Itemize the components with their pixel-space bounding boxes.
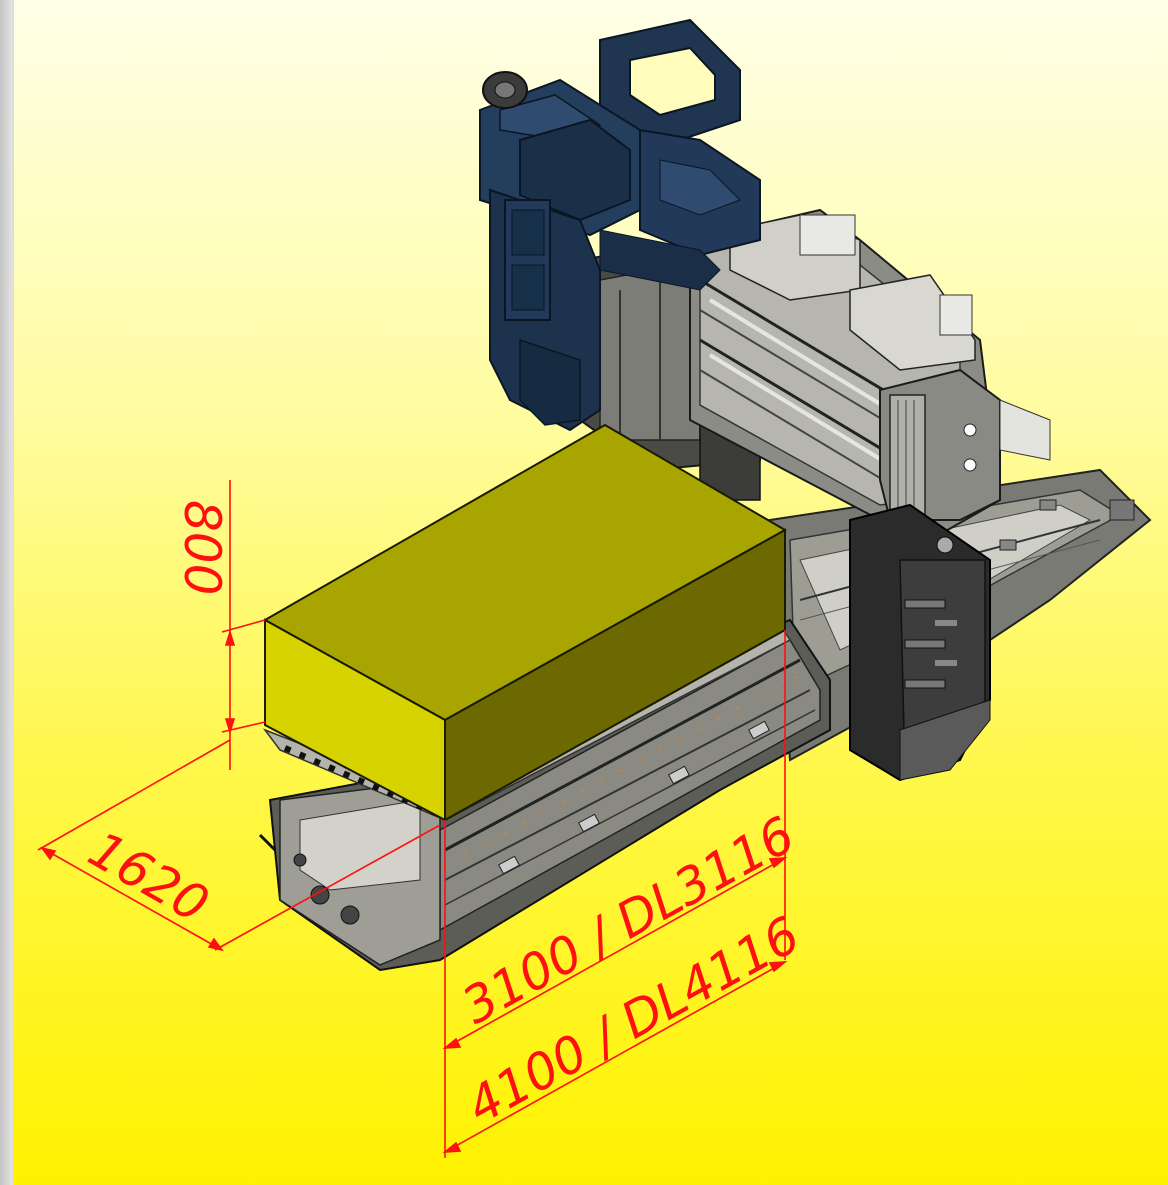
width-dimension-line [41,847,223,951]
front-post [849,503,991,782]
height-dimension-label: 800 [173,500,231,595]
width-extension-a [37,739,231,851]
length-long-dimension-line [444,961,786,1153]
workpiece-block [262,423,788,822]
length-short-dimension-line [444,857,786,1049]
blue-column [479,18,761,432]
width-dimension-label: 1620 [79,820,218,934]
machine-drawing: 800 1620 3100 / DL3116 4100 / DL4116 [37,18,1152,1158]
dimension-lines [37,480,788,1158]
width-extension-b [214,824,441,951]
drawing-canvas: 800 1620 3100 / DL3116 4100 / DL4116 [14,0,1168,1185]
machine-bed [258,618,831,972]
right-head [879,368,1051,526]
